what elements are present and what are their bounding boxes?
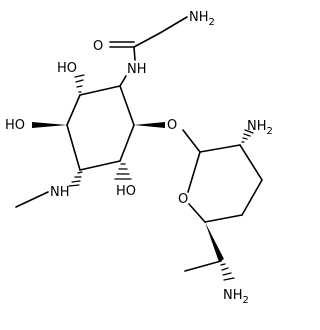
atom-label-amide-nh: NH — [127, 62, 147, 77]
bond-o-anomeric — [182, 129, 201, 153]
sugar-bond-c4-c5 — [204, 214, 243, 223]
wedge-bond-c5-sidechain — [205, 222, 224, 262]
bond-carbonyl-nh — [133, 46, 136, 61]
hash-bond-sidechain-nh2 — [220, 263, 235, 281]
hash-bond-c5-nh — [68, 171, 83, 187]
wedge-bond-c6-oh — [32, 122, 67, 128]
bond-ch2-carbonyl — [133, 32, 161, 48]
molecule-structure: NH2 O NH HO HO NH HO O O NH2 NH2 — [5, 10, 273, 306]
wedge-bond-c3-o — [134, 122, 165, 128]
sugar-bond-c1-c2 — [199, 144, 241, 153]
ring-bond-c3-c4 — [119, 124, 135, 162]
bond-ch2-nh2 — [159, 16, 188, 34]
ring-bond-c1-c2 — [79, 85, 121, 96]
sugar-bond-c5-o — [188, 203, 206, 223]
ring-bond-c4-c5 — [79, 160, 121, 171]
atom-label-amide-o: O — [93, 39, 103, 54]
sugar-bond-c3-c4 — [241, 179, 263, 216]
sugar-bond-o-c1 — [187, 151, 201, 193]
ring-bond-c5-c6 — [66, 124, 81, 171]
atom-label-glycyl-nh2: NH2 — [189, 10, 215, 28]
hash-bond-c2-nh2 — [241, 129, 254, 143]
bond-nh-ring — [119, 75, 127, 87]
atom-label-c4-ho: HO — [116, 184, 136, 199]
sugar-bond-c2-c3 — [239, 144, 263, 181]
ring-bond-c6-c1 — [66, 94, 81, 126]
bond-sidechain-methyl — [184, 260, 222, 272]
atom-label-sidechain-nh2: NH2 — [223, 288, 249, 306]
ring-bond-c2-c3 — [119, 85, 135, 126]
atom-label-c1-ho: HO — [57, 61, 77, 76]
atom-label-glycoside-o: O — [167, 118, 177, 133]
bond-nh-methyl — [15, 191, 49, 208]
atom-label-sugar-nh2: NH2 — [247, 119, 273, 137]
atom-label-c6-ho: HO — [5, 118, 25, 133]
atom-label-methylamino-nh: NH — [50, 185, 70, 200]
hash-bond-c4-oh — [114, 163, 132, 180]
atom-label-ring-o: O — [178, 192, 188, 207]
hash-bond-c1-oh — [74, 74, 85, 93]
